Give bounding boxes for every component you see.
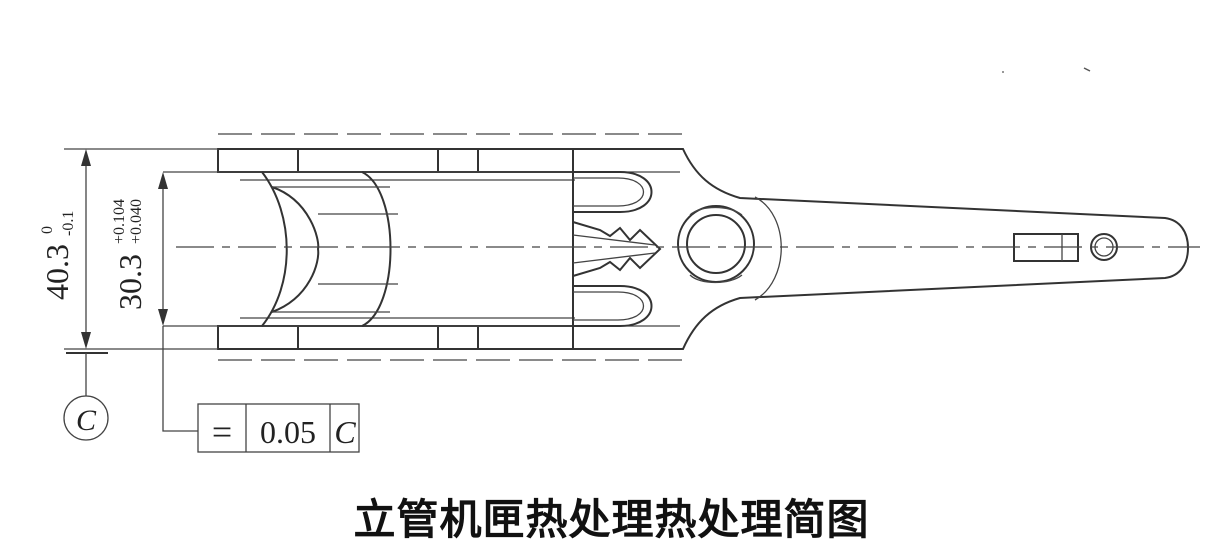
scan-specks — [1002, 67, 1091, 73]
datum-label: C — [76, 404, 97, 437]
tolerance-frame: = 0.05 C — [197, 403, 360, 453]
inner-dimension-nominal: 30.3 — [112, 254, 148, 310]
extension-lines — [64, 148, 218, 350]
inner-dimension-line — [158, 172, 168, 326]
bottom-flange — [217, 325, 574, 350]
scallop-features — [572, 171, 662, 327]
inner-dimension-upper: +0.104 — [111, 199, 128, 244]
datum-symbol: C — [63, 352, 109, 441]
outer-dimension-label: 40.3 0 -0.1 — [39, 211, 77, 300]
pivot-boss — [677, 205, 755, 284]
tolerance-datum: C — [334, 414, 356, 450]
outer-dimension-lower: -0.1 — [60, 211, 77, 236]
outer-dimension-line — [81, 149, 91, 349]
inner-dimension-label: 30.3 +0.104 +0.040 — [111, 199, 148, 310]
outer-dimension-upper: 0 — [39, 226, 56, 234]
tolerance-leader — [162, 326, 198, 432]
figure-caption: 立管机匣热处理热处理简图 — [353, 495, 870, 544]
bore-lines — [163, 171, 680, 327]
outline-dashed-lines — [218, 133, 688, 361]
symmetry-symbol: = — [212, 412, 232, 452]
top-flange — [217, 148, 574, 173]
left-cavity — [261, 171, 398, 327]
outer-dimension-nominal: 40.3 — [39, 244, 75, 300]
inner-dimension-lower: +0.040 — [128, 199, 145, 244]
body-outline — [572, 148, 1190, 350]
tolerance-value: 0.05 — [260, 414, 316, 450]
